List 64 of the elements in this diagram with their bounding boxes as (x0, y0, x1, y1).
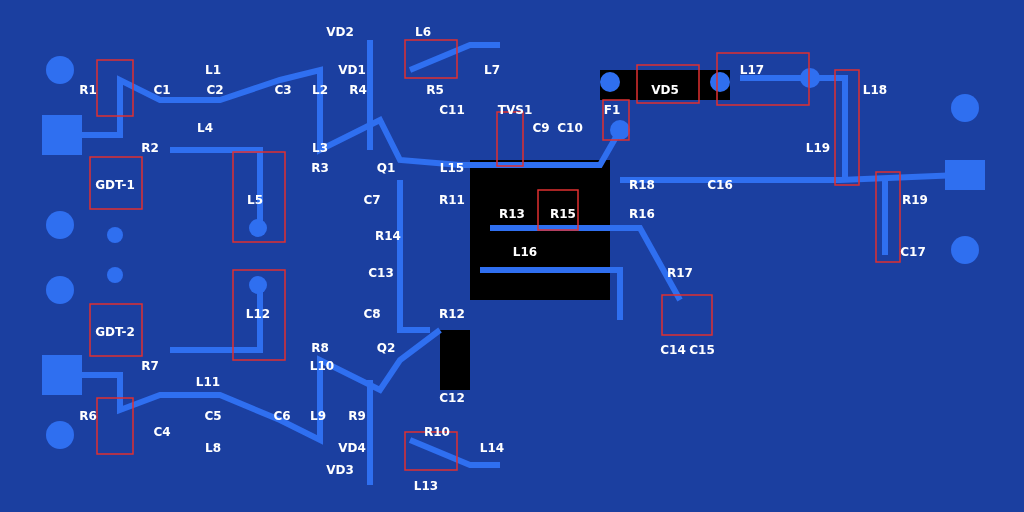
component-designator: L19 (805, 141, 831, 155)
component-designator: F1 (603, 103, 621, 117)
component-designator: R12 (439, 307, 465, 321)
component-designator: R7 (141, 359, 159, 373)
component-designator: R14 (375, 229, 401, 243)
component-designator: C12 (439, 391, 465, 405)
component-designator: L13 (413, 479, 439, 493)
component-designator: R1 (79, 83, 97, 97)
component-designator: R16 (629, 207, 655, 221)
component-designator: R13 (499, 207, 525, 221)
component-designator: L17 (739, 63, 765, 77)
component-designator: GDT-1 (95, 178, 135, 192)
component-designator: C17 (900, 245, 926, 259)
component-designator: R4 (349, 83, 367, 97)
component-designator: R11 (439, 193, 465, 207)
component-designator: R17 (667, 266, 693, 280)
component-designator: C4 (153, 425, 171, 439)
component-designator: R9 (348, 409, 366, 423)
component-designator: C14 (660, 343, 686, 357)
component-designator: L15 (439, 161, 465, 175)
component-designator: C10 (557, 121, 583, 135)
component-designator: R8 (311, 341, 329, 355)
component-designator: L3 (312, 141, 328, 155)
component-designator: R5 (426, 83, 444, 97)
component-designator: L10 (309, 359, 335, 373)
component-designator: L6 (415, 25, 431, 39)
component-designator: L9 (310, 409, 326, 423)
component-designator: R19 (902, 193, 928, 207)
component-designator: R3 (311, 161, 329, 175)
component-designator: C11 (439, 103, 465, 117)
component-designator: L2 (312, 83, 328, 97)
component-designator: C15 (689, 343, 715, 357)
component-designator: L5 (247, 193, 263, 207)
component-designator: L11 (195, 375, 221, 389)
component-designator: VD4 (338, 441, 366, 455)
component-designator: C8 (363, 307, 381, 321)
component-designator: C13 (368, 266, 394, 280)
component-designator: L8 (205, 441, 221, 455)
component-designator: R18 (629, 178, 655, 192)
component-designator: C1 (153, 83, 171, 97)
component-designator: C9 (532, 121, 550, 135)
component-designator: L16 (512, 245, 538, 259)
component-designator: C2 (206, 83, 224, 97)
component-designator: C5 (204, 409, 222, 423)
component-designator: C3 (274, 83, 292, 97)
component-designator: VD1 (338, 63, 366, 77)
component-designator: L4 (197, 121, 213, 135)
component-designator: GDT-2 (95, 325, 135, 339)
component-designator: Q1 (376, 161, 396, 175)
component-designator: VD5 (651, 83, 679, 97)
component-designator: R6 (79, 409, 97, 423)
component-designator: C16 (707, 178, 733, 192)
component-designator: Q2 (376, 341, 396, 355)
component-designator: L14 (479, 441, 505, 455)
component-designator: C6 (273, 409, 291, 423)
component-designator: L18 (862, 83, 888, 97)
component-designator: C7 (363, 193, 381, 207)
component-designator: R2 (141, 141, 159, 155)
component-designator: L7 (484, 63, 500, 77)
component-designator: L1 (205, 63, 221, 77)
component-designator: L12 (245, 307, 271, 321)
component-designator: VD3 (326, 463, 354, 477)
component-designator: R15 (550, 207, 576, 221)
component-designator: VD2 (326, 25, 354, 39)
